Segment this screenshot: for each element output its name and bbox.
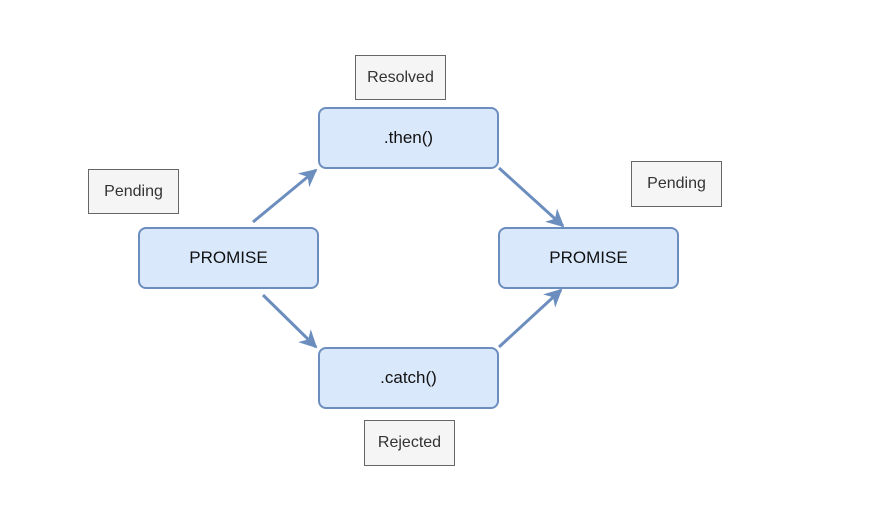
rejected-tag: Rejected: [364, 420, 455, 466]
promise-start-label: PROMISE: [189, 248, 268, 267]
resolved-text: Resolved: [367, 68, 434, 86]
catch-label: .catch(): [380, 368, 437, 387]
arrow-then-to-promise: [497, 166, 565, 228]
then-node: .then(): [318, 107, 499, 169]
pending-left-text: Pending: [104, 182, 163, 200]
pending-left-tag: Pending: [88, 169, 179, 214]
then-label: .then(): [383, 128, 434, 147]
arrow-promise-to-catch: [261, 293, 318, 349]
pending-right-tag: Pending: [631, 161, 722, 207]
pending-right-text: Pending: [647, 175, 706, 192]
promise-end-label: PROMISE: [549, 248, 628, 267]
promise-start-node: PROMISE: [138, 227, 319, 289]
arrow-promise-to-then: [252, 168, 318, 224]
arrow-catch-to-promise: [497, 288, 563, 349]
rejected-text: Rejected: [377, 434, 442, 451]
resolved-tag: Resolved: [355, 55, 446, 100]
promise-end-node: PROMISE: [498, 227, 679, 289]
catch-node: .catch(): [318, 347, 499, 409]
